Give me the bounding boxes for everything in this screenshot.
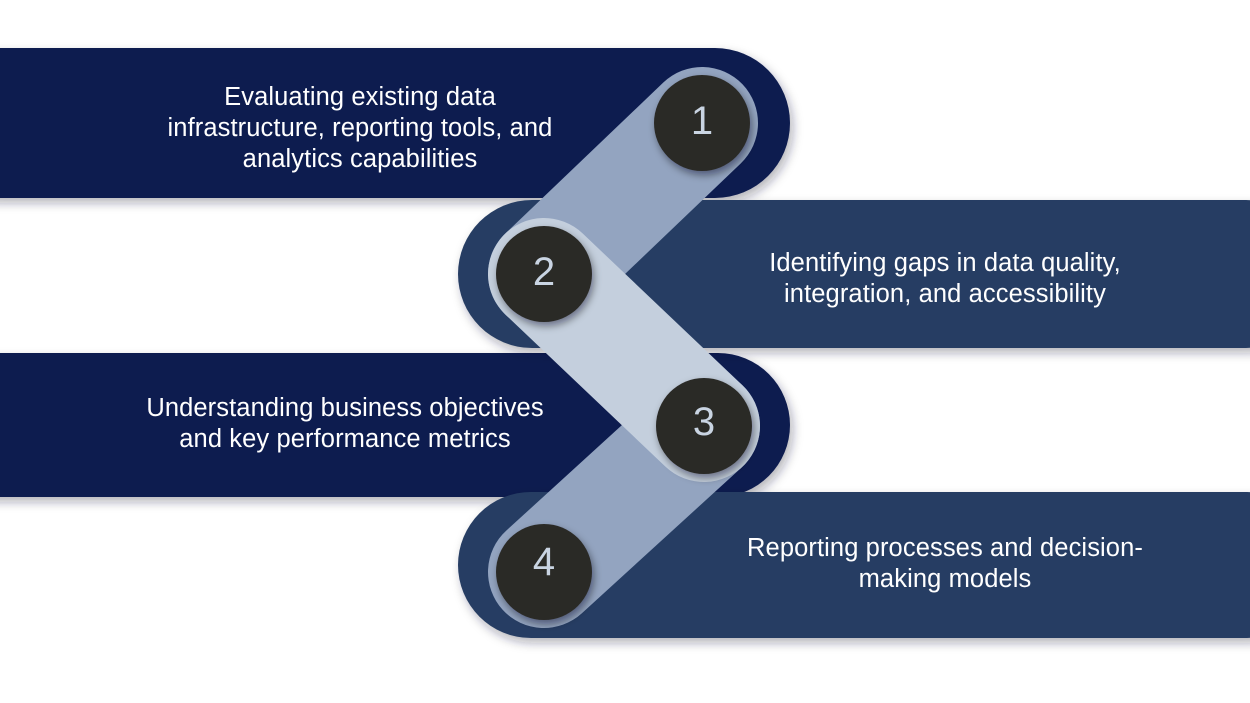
step-marker-4[interactable] — [496, 524, 592, 620]
step-marker-1[interactable] — [654, 75, 750, 171]
step-marker-4-circle — [496, 524, 592, 620]
step-marker-3-circle — [656, 378, 752, 474]
step-marker-3[interactable] — [656, 378, 752, 474]
step-marker-1-circle — [654, 75, 750, 171]
step-marker-2[interactable] — [496, 226, 592, 322]
step-marker-2-circle — [496, 226, 592, 322]
